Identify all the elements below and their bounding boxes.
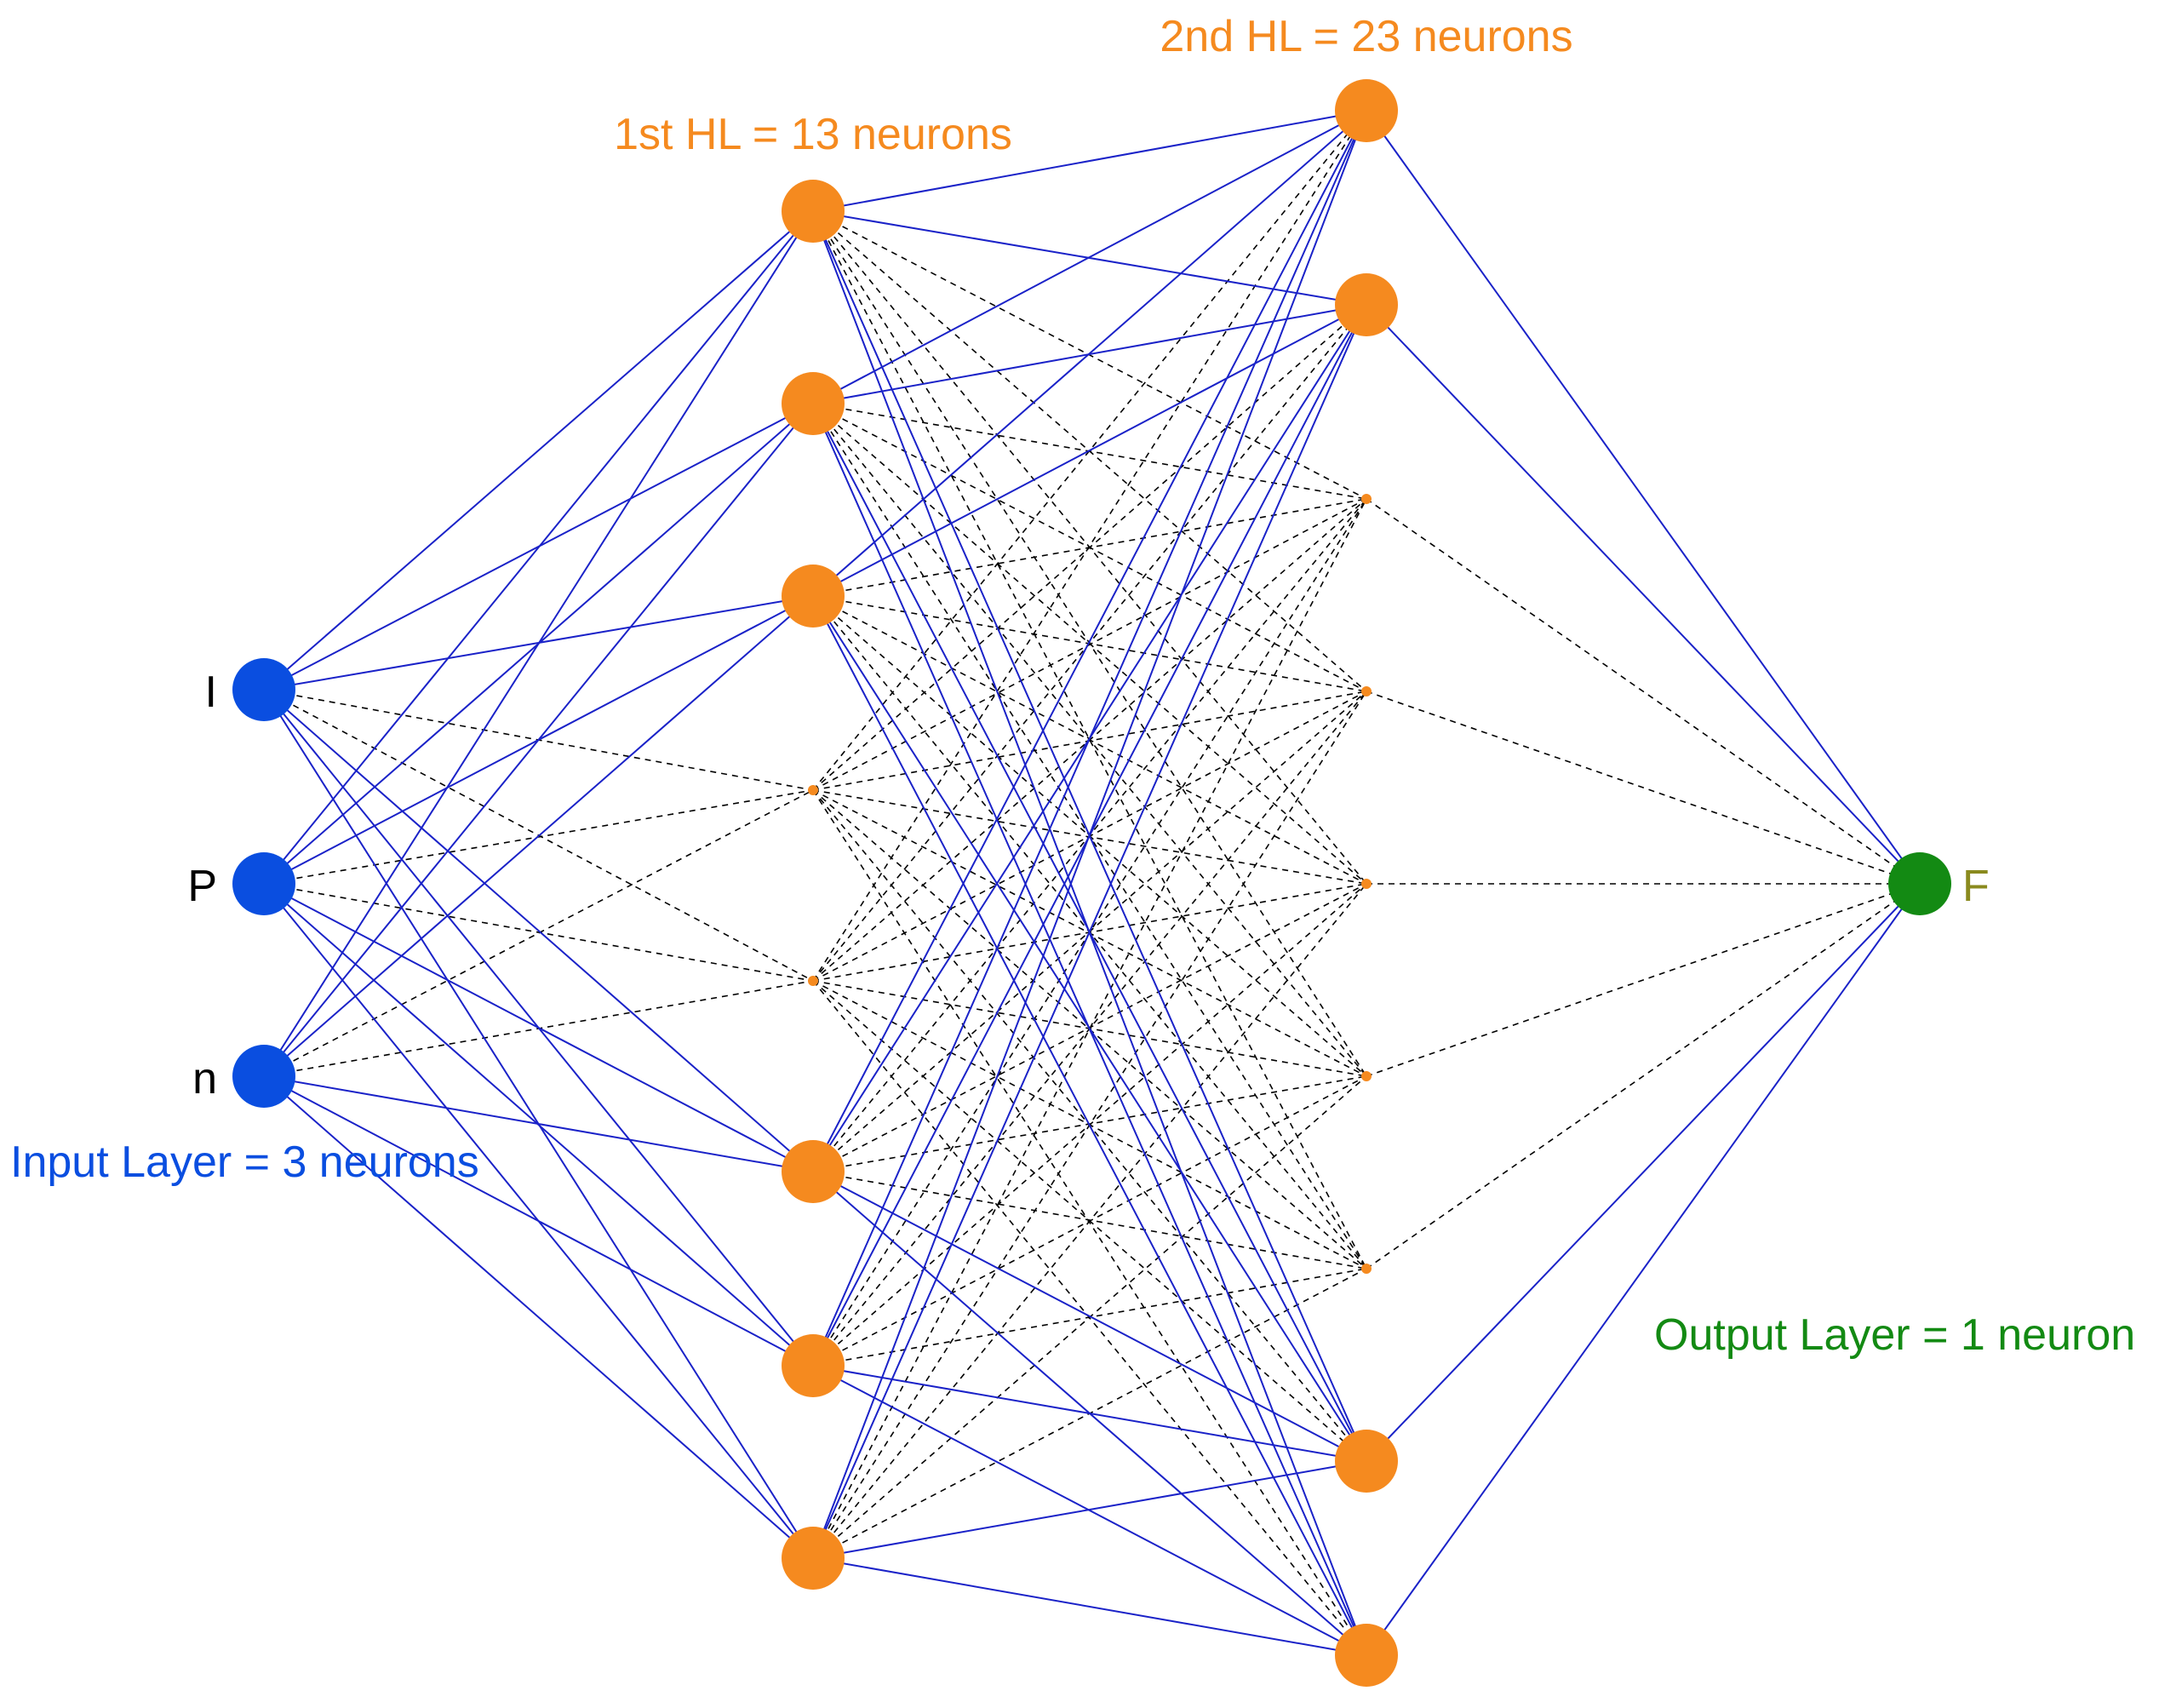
inactive-connection [812,110,1367,982]
active-connection [812,110,1367,404]
active-connection [812,1557,1367,1656]
active-connection [1366,304,1921,885]
neurons [232,79,1951,1687]
inactive-connection [1366,691,1921,885]
inactive-connection [1366,498,1921,885]
active-connection [812,595,1367,1462]
active-connection [263,1075,814,1367]
hidden-layer-1-neuron [782,372,845,435]
input-neuron [232,852,295,915]
inactive-connection [812,789,1367,1656]
active-connection [1366,883,1921,1462]
inactive-connections [263,110,1921,1656]
hidden-layer-1-neuron [782,1527,845,1590]
input-neuron [232,1045,295,1108]
inactive-connection [812,498,1367,791]
active-connection [1366,883,1921,1656]
active-connection [812,110,1367,597]
inactive-connection [263,789,814,1077]
active-connection [263,210,814,1077]
active-connection [812,1460,1367,1559]
active-connection [263,210,814,691]
input-neuron-label: I [205,668,217,717]
active-connection [812,304,1367,1559]
active-connection [263,1075,814,1559]
active-connection [812,110,1367,1172]
active-connection [263,403,814,1077]
hidden-layer-2-neuron [1361,686,1372,696]
inactive-connection [1366,883,1921,1077]
active-connection [263,1075,814,1172]
hidden-layer-1-neuron [782,180,845,243]
hidden-layer-2-caption: 2nd HL = 23 neurons [1160,12,1572,61]
inactive-connection [812,883,1367,1559]
output-layer-caption: Output Layer = 1 neuron [1654,1310,2135,1360]
hidden-layer-2-neuron [1335,1430,1398,1493]
hidden-layer-1-neuron [808,785,818,795]
active-connection [263,689,814,1172]
hidden-layer-2-neuron [1361,1071,1372,1081]
inactive-connection [812,110,1367,791]
hidden-layer-1-neuron [808,976,818,986]
hidden-layer-1-neuron [782,1334,845,1397]
inactive-connection [812,304,1367,791]
active-connection [263,210,814,885]
input-neuron-label: P [187,862,217,911]
active-connection [812,110,1367,1559]
active-connection [812,304,1367,597]
active-connection [812,1365,1367,1462]
active-connection [263,595,814,1077]
active-connection [812,595,1367,1656]
output-neuron-label: F [1962,862,1990,911]
input-neuron [232,658,295,721]
active-connection [812,110,1367,1367]
input-neuron-label: n [192,1054,217,1103]
hidden-layer-1-neuron [782,565,845,628]
hidden-layer-2-neuron [1361,494,1372,504]
hidden-layer-2-neuron [1335,273,1398,336]
active-connection [263,883,814,1172]
hidden-layer-1-neuron [782,1140,845,1203]
hidden-layer-2-neuron [1361,1264,1372,1274]
hidden-layer-2-neuron [1361,879,1372,889]
neuron-labels: I Pn F [187,668,1989,1103]
inactive-connection [1366,883,1921,1270]
active-connection [1366,110,1921,885]
input-layer-caption: Input Layer = 3 neurons [10,1138,479,1187]
hidden-layer-2-neuron [1335,1624,1398,1687]
active-connections [263,110,1921,1656]
inactive-connection [263,883,814,982]
active-connection [812,110,1367,212]
hidden-layer-1-caption: 1st HL = 13 neurons [614,110,1012,159]
hidden-layer-2-neuron [1335,79,1398,142]
active-connection [812,1171,1367,1462]
output-neuron [1888,852,1951,915]
